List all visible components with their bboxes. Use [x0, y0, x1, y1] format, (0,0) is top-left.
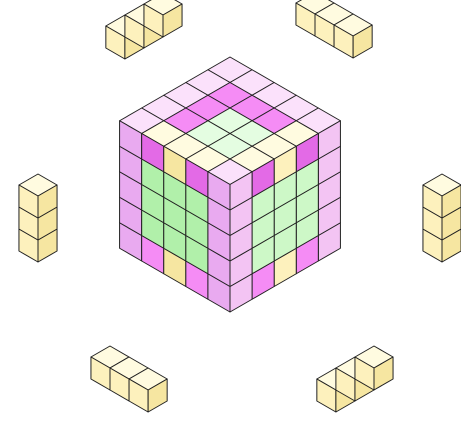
piece-bottom-right: [317, 346, 393, 412]
piece-right: [423, 174, 461, 262]
central-cube-block: [120, 57, 341, 312]
piece-top-right: [296, 0, 372, 58]
piece-top-left: [106, 0, 182, 59]
piece-left: [19, 174, 57, 262]
piece-bottom-left: [91, 346, 167, 412]
